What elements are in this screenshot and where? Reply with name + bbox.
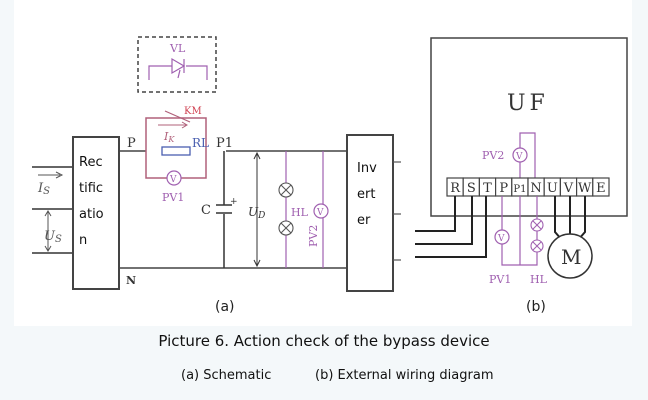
terminal-label: T — [483, 181, 492, 196]
node-p1-label: P1 — [216, 136, 233, 151]
thyristor-box — [137, 36, 217, 93]
terminal-label: P1 — [513, 184, 526, 195]
voltmeter-pv1-icon — [166, 170, 182, 186]
thyristor-icon — [148, 57, 208, 80]
voltmeter-pv2-b-icon — [512, 147, 528, 163]
input-voltage-label: US — [44, 229, 62, 245]
motor-label: M — [561, 245, 581, 269]
dc-voltage-label: UD — [248, 205, 265, 221]
voltmeter-pv2-b-symbol: V — [515, 152, 523, 162]
voltmeter-pv2-b-label: PV2 — [482, 149, 504, 162]
power-input-wires — [415, 196, 487, 258]
input-lines — [32, 166, 73, 254]
capacitor-icon — [216, 151, 232, 268]
rectifier-block — [72, 136, 120, 290]
lamp-hl-b-icon — [530, 218, 544, 253]
voltmeter-pv1-b-icon — [494, 229, 510, 245]
voltmeter-pv1-b-label: PV1 — [489, 273, 511, 286]
terminal-label: W — [578, 181, 592, 196]
terminal-label: R — [450, 181, 461, 196]
contactor-label: KM — [184, 106, 202, 117]
lamp-hl-b-label: HL — [530, 273, 548, 286]
caption-wiring: (b) External wiring diagram — [315, 368, 494, 383]
charge-current-arrow — [158, 121, 188, 129]
terminal-label: N — [530, 181, 541, 196]
voltmeter-pv1-b-symbol: V — [497, 234, 505, 244]
contactor-km-icon — [164, 110, 191, 123]
input-current-label: IS — [37, 181, 50, 197]
terminal-label: U — [547, 181, 558, 196]
terminal-e — [592, 177, 610, 197]
lamp-hl-icon — [278, 182, 294, 236]
uf-device-label: UF — [507, 91, 549, 116]
dc-bus — [119, 150, 347, 269]
motor-icon — [547, 233, 593, 279]
terminal-label: P — [499, 181, 508, 196]
input-current-arrow — [38, 171, 64, 179]
figure-a-label: (a) — [215, 299, 235, 315]
voltmeter-pv2-symbol: V — [316, 208, 324, 218]
voltmeter-pv1-label: PV1 — [162, 191, 184, 204]
inverter-output-stubs — [393, 161, 401, 261]
terminal-label: S — [467, 181, 476, 196]
inverter-block — [346, 134, 394, 292]
dc-voltage-arrow — [253, 151, 261, 268]
resistor-rl-icon — [161, 146, 191, 156]
resistor-label: RL — [192, 136, 209, 150]
charge-current-label: IK — [163, 130, 175, 144]
inverter-label: Inv ert er — [357, 161, 377, 228]
voltmeter-pv2-label: PV2 — [307, 225, 320, 247]
thyristor-label: VL — [169, 42, 186, 55]
caption-schematic: (a) Schematic — [181, 368, 272, 383]
capacitor-plus: + — [230, 197, 238, 207]
rectifier-label: Rec tific atio n — [79, 155, 104, 248]
figure-caption: Picture 6. Action check of the bypass de… — [158, 332, 490, 350]
terminal-label: V — [563, 181, 574, 196]
node-p-label: P — [127, 136, 136, 151]
voltmeter-pv2-icon — [313, 203, 329, 219]
voltmeter-pv1-symbol: V — [169, 175, 177, 185]
lamp-hl-label: HL — [291, 206, 309, 219]
input-voltage-arrow — [44, 210, 52, 252]
capacitor-label: C — [201, 203, 211, 218]
terminal-label: E — [596, 181, 606, 196]
figure-b-label: (b) — [526, 299, 546, 315]
node-n-label: N — [126, 274, 136, 287]
